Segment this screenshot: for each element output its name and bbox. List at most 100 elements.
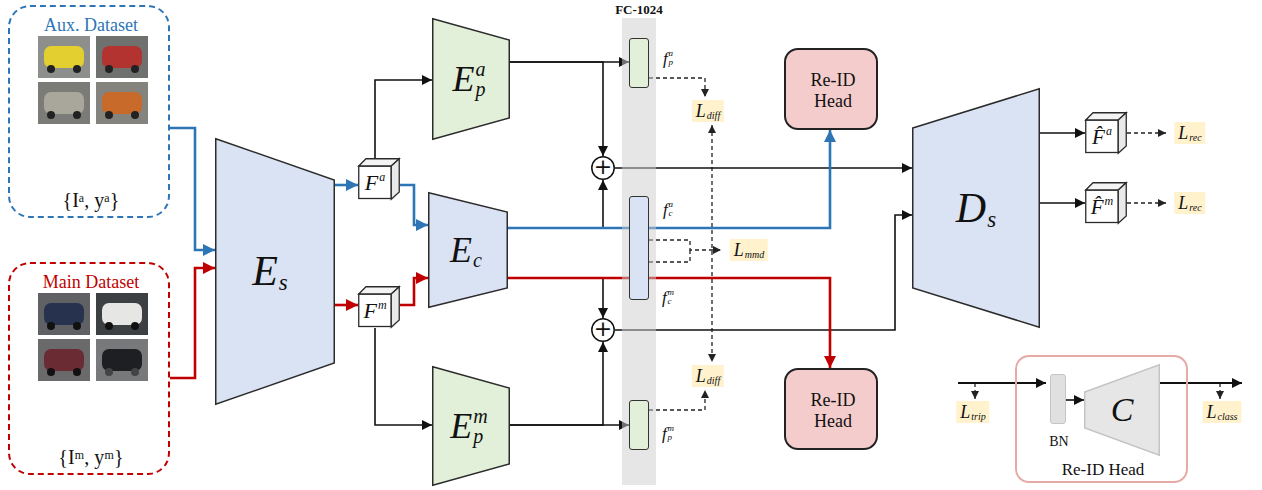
math-symbol: Ds: [956, 185, 996, 231]
cube-side: [391, 287, 399, 328]
dataset-panel: Aux. Dataset {Iᵃ, yᵃ}: [8, 5, 170, 218]
script-spacer: [379, 183, 385, 195]
superscript: m: [1105, 195, 1114, 207]
symbol-scripts: s: [987, 185, 996, 231]
math-symbol: Lrec: [1174, 192, 1205, 214]
superscript: a: [669, 200, 674, 209]
text-holder: +: [594, 154, 612, 179]
loss-leaders: [649, 78, 1220, 410]
fc-band: FC-1024fapfacfmcfmp: [622, 18, 656, 485]
flow-connector: [335, 184, 358, 187]
subscript: mmd: [745, 250, 764, 260]
symbol-base: F: [365, 172, 378, 194]
symbol-base: E: [252, 250, 278, 292]
superscript: a: [669, 49, 674, 58]
text-holder: BN: [1049, 432, 1068, 450]
math-symbol: Ldiff: [692, 100, 724, 122]
node-text: FC-1024: [615, 2, 663, 17]
text-holder: Main Dataset: [43, 272, 139, 293]
batchnorm-layer: BN: [1050, 374, 1066, 424]
symbol-base: F̂: [1091, 197, 1104, 218]
flow-connector: [1040, 202, 1085, 204]
flow-connector: [508, 278, 603, 318]
flow-connector: [510, 62, 603, 156]
symbol-scripts: trip: [971, 402, 985, 422]
reconstructed-map: F̂m: [1085, 182, 1127, 224]
symbol-base: f: [662, 425, 667, 442]
math-symbol: Eap: [453, 59, 486, 99]
text-holder: Re-ID Head: [1062, 460, 1145, 480]
symbol-scripts: c: [473, 230, 482, 270]
subscript: diff: [707, 111, 720, 121]
math-symbol: Ldiff: [692, 365, 724, 387]
node-text: Re-ID Head: [1062, 460, 1145, 479]
private-encoder: Emp: [432, 366, 510, 486]
script-spacer: [971, 402, 985, 412]
feature-map: Fm: [358, 286, 400, 328]
subscript: trip: [971, 412, 985, 422]
symbol-base: F: [363, 300, 376, 322]
node-text: {Iᵃ, yᵃ}: [63, 189, 120, 211]
superscript: m: [668, 288, 675, 297]
math-symbol: Fa: [365, 171, 385, 195]
shape-outline: [358, 158, 400, 200]
symbol-scripts: diff: [707, 366, 720, 386]
subscript: s: [279, 271, 288, 294]
script-spacer: [473, 230, 482, 250]
feature-map: Fa: [358, 158, 400, 200]
math-symbol: C: [1111, 393, 1134, 427]
node-text: Re-ID Head: [811, 390, 856, 431]
flow-connector: [508, 227, 629, 230]
symbol-base: L: [696, 367, 706, 385]
subscript: class: [1218, 412, 1238, 422]
script-spacer: [1106, 137, 1112, 149]
math-symbol: Lrec: [1174, 122, 1205, 144]
symbol-scripts: a: [379, 171, 385, 195]
script-spacer: [378, 311, 387, 323]
feature-vector: facfmc: [629, 196, 649, 300]
flow-connector: [1040, 132, 1085, 134]
trapezoid-outline: [433, 367, 510, 486]
feature-vector: fmp: [629, 400, 649, 450]
script-spacer: [279, 248, 288, 271]
text-holder: {Iᵃ, yᵃ}: [63, 189, 120, 212]
cube-front: [359, 166, 392, 199]
node-text: Re-ID Head: [811, 70, 856, 111]
symbol-scripts: mmd: [745, 240, 764, 260]
reid-head-box: Re-ID Head: [784, 48, 878, 130]
subscript: p: [669, 58, 674, 67]
text-holder: Re-ID Head: [798, 70, 868, 111]
node-text: {Iᵐ, yᵐ}: [58, 446, 123, 468]
reconstructed-map: F̂a: [1085, 112, 1127, 154]
sum-node: +: [591, 156, 615, 180]
math-symbol: Es: [252, 248, 288, 294]
flow-connector: [375, 80, 432, 158]
flow-connector: [400, 278, 428, 305]
symbol-scripts: ac: [669, 200, 674, 218]
flow-connector: [170, 268, 215, 378]
symbol-scripts: ap: [669, 49, 674, 67]
symbol-base: E: [450, 232, 472, 268]
text-holder: FC-1024: [615, 0, 663, 18]
script-spacer: [745, 240, 764, 250]
cube-front: [359, 294, 392, 327]
superscript: m: [473, 406, 487, 426]
cube-front: [1086, 120, 1119, 153]
node-text: Aux. Dataset: [44, 15, 138, 35]
encoder-block: Es: [215, 138, 335, 405]
script-spacer: [707, 366, 720, 376]
flow-connector: [1066, 399, 1084, 401]
trapezoid-outline: [429, 193, 508, 308]
symbol-scripts: m: [378, 299, 387, 323]
math-symbol: F̂m: [1091, 195, 1114, 219]
symbol-scripts: rec: [1189, 123, 1201, 143]
script-spacer: [1189, 123, 1201, 133]
math-symbol: Lclass: [1202, 401, 1241, 423]
node-text: BN: [1049, 434, 1068, 449]
symbol-base: L: [1178, 194, 1188, 212]
subscript: p: [476, 79, 486, 99]
subscript: s: [987, 208, 996, 231]
subscript: c: [473, 250, 482, 270]
superscript: m: [668, 424, 675, 433]
